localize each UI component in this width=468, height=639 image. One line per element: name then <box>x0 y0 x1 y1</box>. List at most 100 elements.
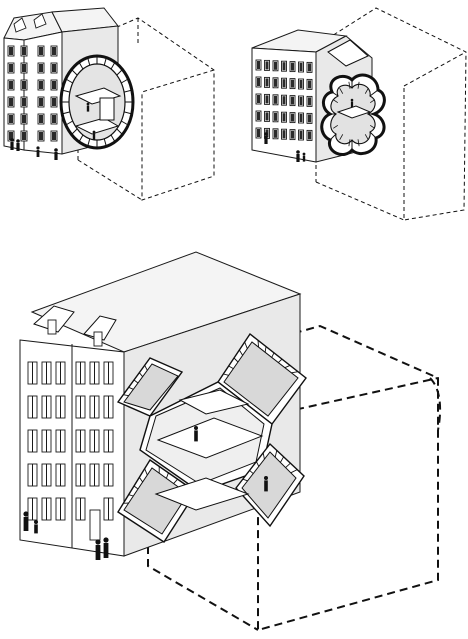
rib <box>103 138 107 147</box>
rib <box>238 349 244 356</box>
window-glass <box>52 47 56 55</box>
window-glass <box>257 129 260 137</box>
window-glass <box>282 113 286 122</box>
cloud-people <box>264 98 354 162</box>
window-glass <box>22 81 26 89</box>
rib <box>123 111 132 115</box>
window-glass <box>308 131 311 140</box>
rib <box>348 81 351 89</box>
window-glass <box>282 79 286 88</box>
rib <box>65 120 74 126</box>
rib <box>133 379 139 384</box>
rib <box>144 365 148 371</box>
rib <box>228 365 234 370</box>
window-glass <box>39 132 43 140</box>
rib <box>87 57 91 66</box>
window-glass <box>274 61 277 70</box>
window-glass <box>265 78 269 87</box>
window-glass <box>291 96 294 105</box>
window-glass <box>22 64 26 72</box>
x-people <box>23 426 268 560</box>
window-glass <box>274 78 277 87</box>
window-glass <box>257 112 260 120</box>
rib <box>284 365 291 369</box>
window-glass <box>257 78 260 86</box>
window-glass <box>291 62 294 71</box>
window-glass <box>9 132 13 140</box>
rib <box>242 478 248 482</box>
rib <box>257 340 260 348</box>
window-glass <box>291 79 294 88</box>
window-glass <box>265 61 269 70</box>
rib <box>333 124 339 129</box>
rib <box>339 134 344 140</box>
window-glass <box>9 115 13 123</box>
egg-building-windows <box>7 45 58 142</box>
window-glass <box>22 98 26 106</box>
double-lobe-ribs <box>329 80 379 150</box>
window-glass <box>9 47 13 55</box>
rib <box>78 134 84 143</box>
window-glass <box>9 81 13 89</box>
rib <box>133 485 139 490</box>
window-glass <box>299 80 303 88</box>
rib <box>120 78 129 84</box>
rib <box>331 91 339 97</box>
window-glass <box>22 132 26 140</box>
rib <box>71 69 78 76</box>
window-glass <box>22 115 26 123</box>
rib <box>277 358 283 363</box>
rib <box>110 61 116 70</box>
window-glass <box>9 98 13 106</box>
rib <box>357 139 360 147</box>
window-glass <box>299 97 303 105</box>
panel-egg-module <box>3 7 215 201</box>
window-glass <box>291 113 294 122</box>
window-glass <box>308 80 311 89</box>
rib <box>339 88 344 94</box>
rib <box>103 57 107 66</box>
rib <box>274 450 278 458</box>
rib <box>333 99 339 104</box>
window-glass <box>274 112 277 121</box>
window-glass <box>52 132 56 140</box>
rib <box>65 78 74 84</box>
double-lobe-module <box>320 73 386 156</box>
rib <box>223 373 229 376</box>
rib <box>116 69 123 76</box>
rib <box>71 128 78 135</box>
door <box>89 509 101 541</box>
rib <box>110 134 116 143</box>
rib <box>144 468 148 476</box>
rib <box>87 138 91 147</box>
rib <box>364 88 369 94</box>
rib <box>123 89 132 93</box>
window-glass <box>299 131 303 139</box>
rib <box>262 452 265 460</box>
rib <box>369 131 377 139</box>
rib <box>357 81 360 89</box>
rib <box>364 134 369 140</box>
window-glass <box>308 63 311 72</box>
rib <box>369 124 375 129</box>
window-glass <box>308 114 311 123</box>
rib <box>128 386 134 390</box>
rib <box>369 99 375 104</box>
window-glass <box>274 95 277 104</box>
window-glass <box>9 64 13 72</box>
window-glass <box>308 97 311 106</box>
rib <box>165 472 169 479</box>
window-glass <box>257 61 260 69</box>
window-glass <box>299 114 303 122</box>
egg-module <box>59 54 135 150</box>
rib <box>264 346 267 353</box>
window-glass <box>282 62 286 71</box>
window-glass <box>39 64 43 72</box>
cloud-building-windows <box>255 59 313 141</box>
window-glass <box>52 115 56 123</box>
rib <box>348 139 351 147</box>
rib <box>123 394 129 397</box>
window-glass <box>52 98 56 106</box>
rib <box>329 133 337 141</box>
rib <box>249 470 254 474</box>
